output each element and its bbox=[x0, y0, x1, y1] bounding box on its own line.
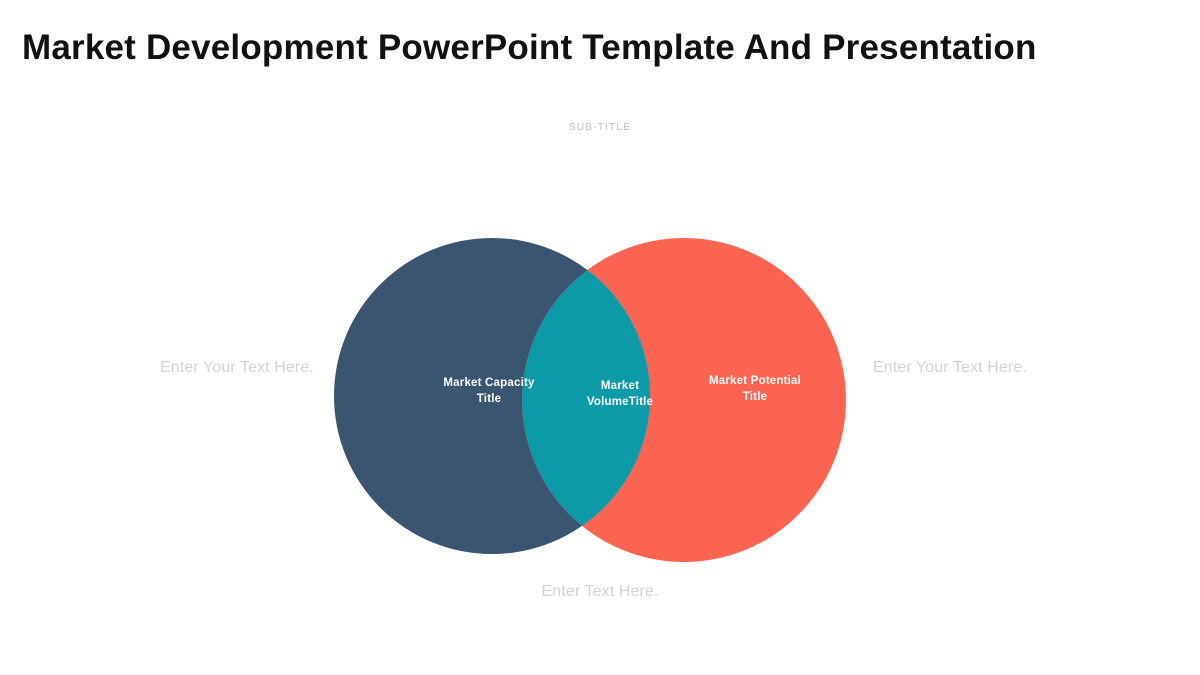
caption-bottom[interactable]: Enter Text Here. bbox=[541, 583, 659, 600]
venn-overlap-group bbox=[522, 238, 846, 562]
page-title: Market Development PowerPoint Template A… bbox=[22, 28, 1037, 67]
venn-diagram-svg bbox=[334, 238, 846, 562]
caption-left[interactable]: Enter Your Text Here. bbox=[160, 359, 314, 376]
slide-subtitle: SUB-TITLE bbox=[569, 122, 631, 133]
caption-right[interactable]: Enter Your Text Here. bbox=[873, 359, 1027, 376]
venn-overlap-lens[interactable] bbox=[522, 238, 846, 562]
venn-diagram: Market Capacity Title Market VolumeTitle… bbox=[330, 210, 870, 590]
